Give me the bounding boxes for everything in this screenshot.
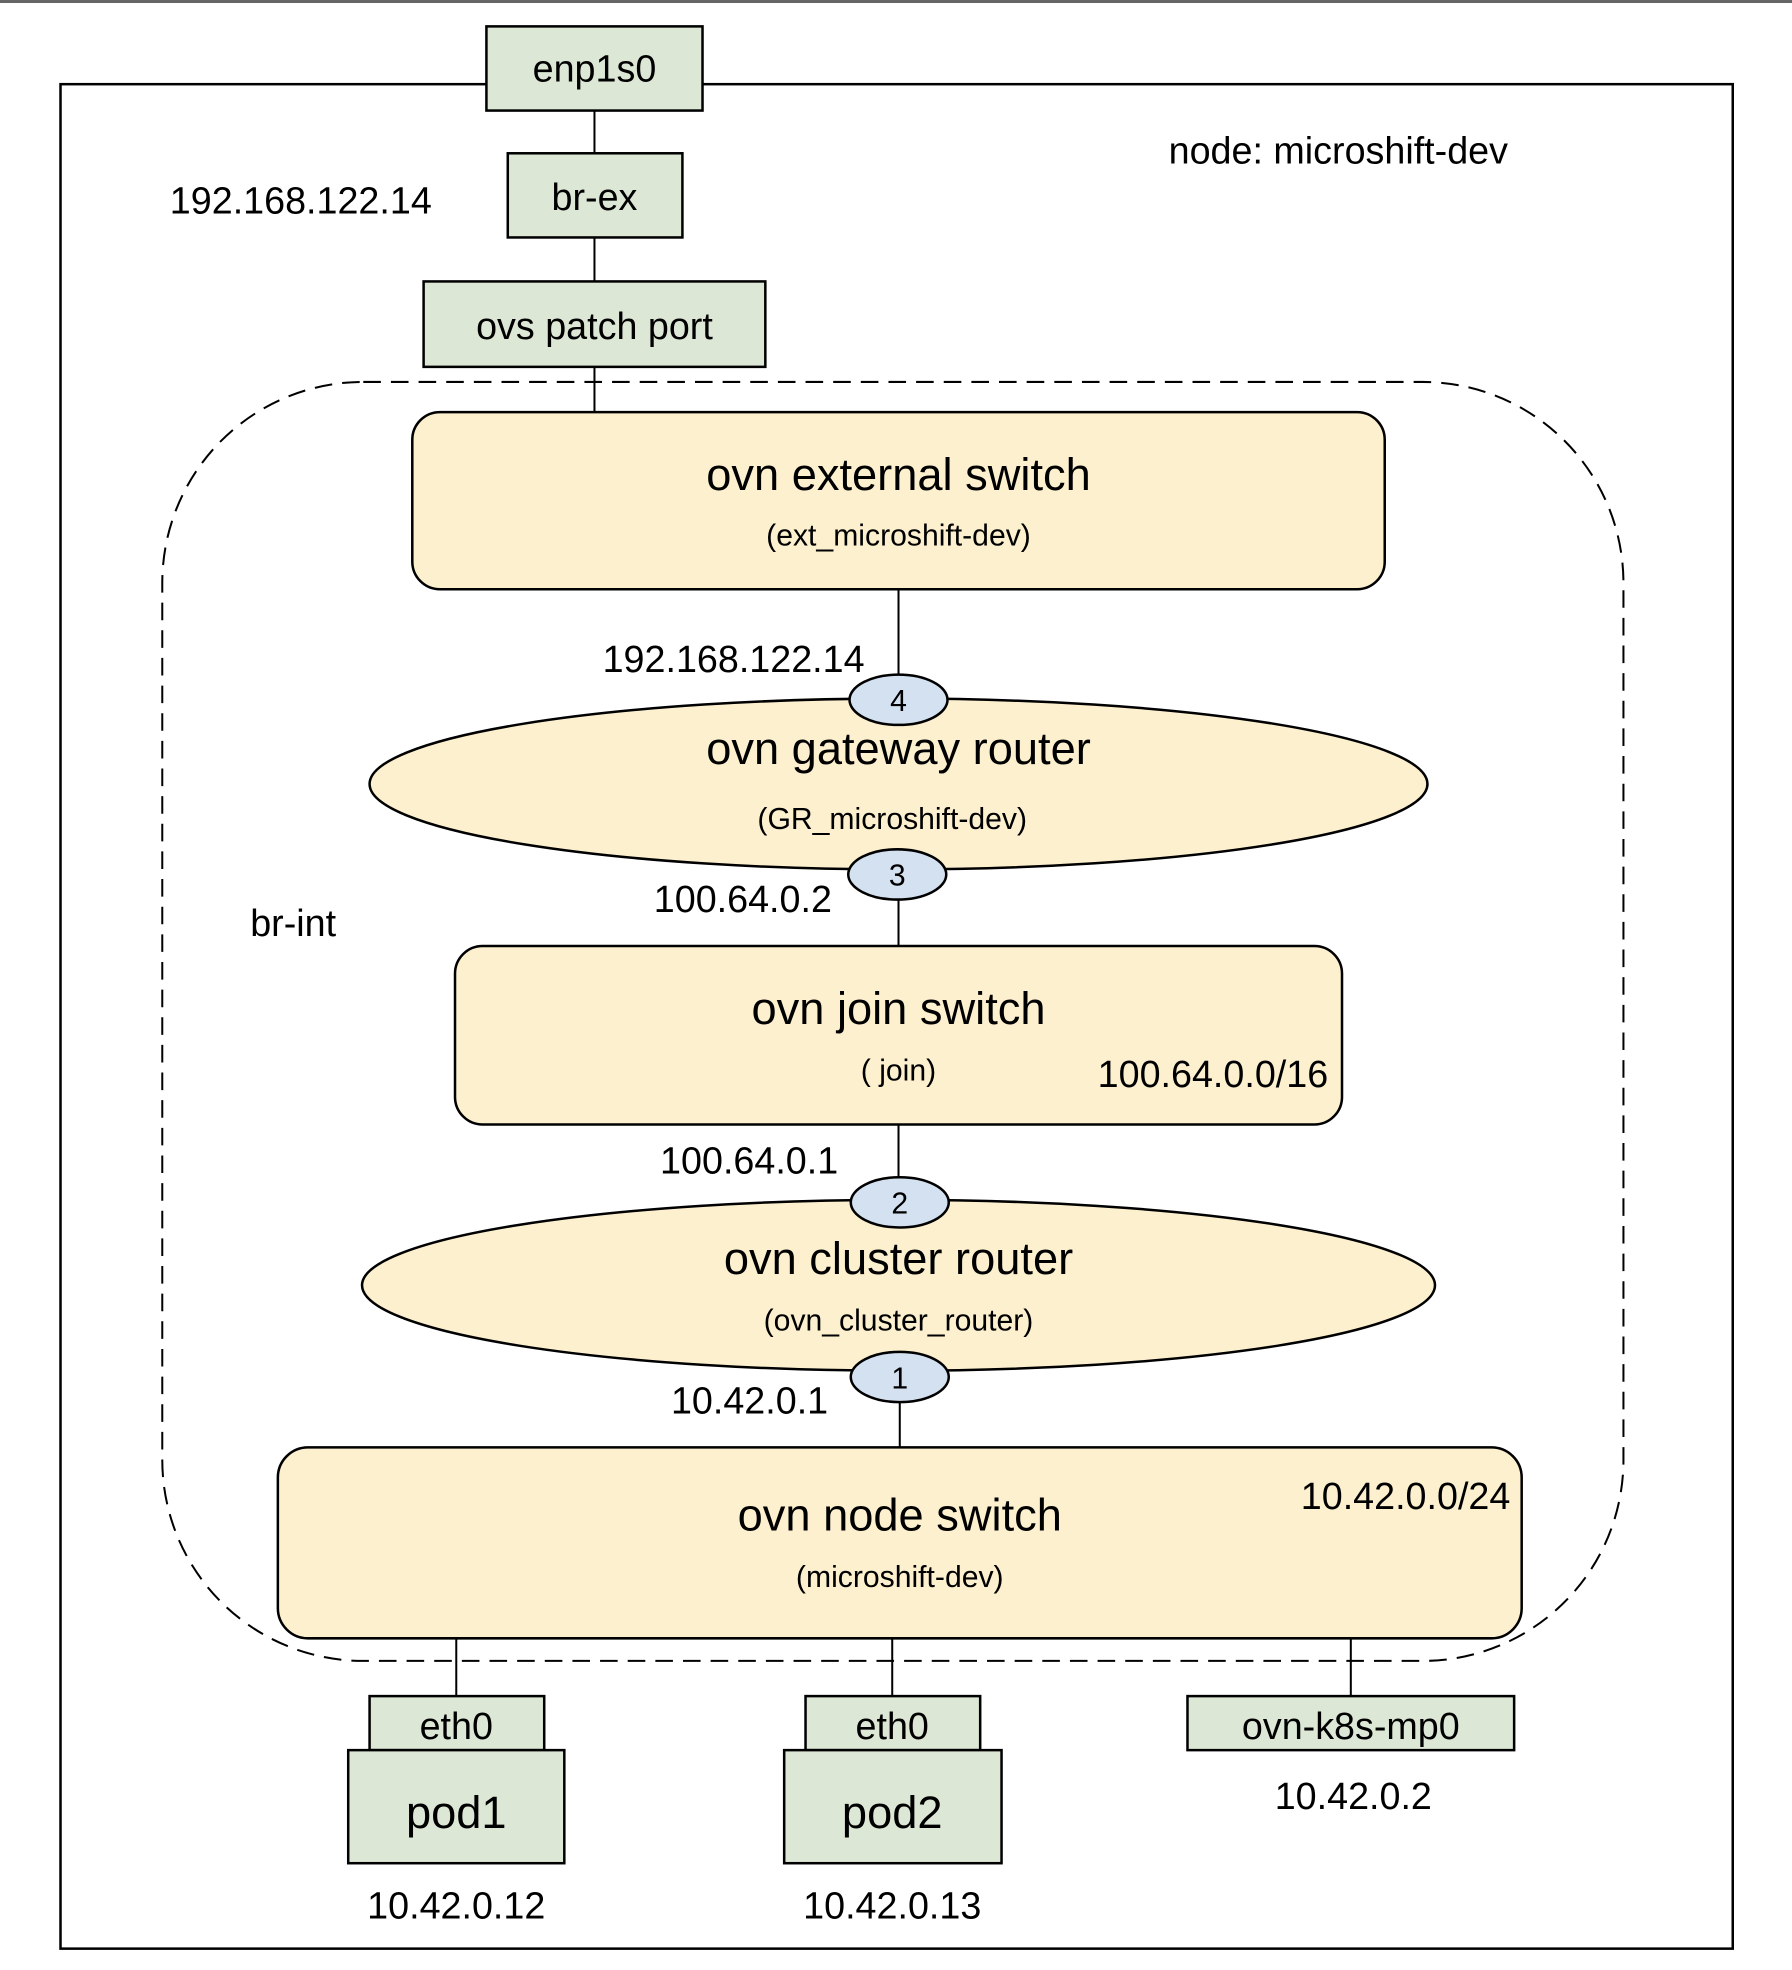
pod2-ip: 10.42.0.13	[803, 1884, 981, 1926]
ovn-node-switch[interactable]: ovn node switch (microshift-dev) 10.42.0…	[276, 1446, 1523, 1640]
join-switch-title: ovn join switch	[751, 983, 1045, 1034]
router-port-2[interactable]: 2	[849, 1175, 951, 1229]
ovn-cluster-router[interactable]: ovn cluster router (ovn_cluster_router)	[360, 1198, 1437, 1372]
gateway-router-name: (GR_microshift-dev)	[757, 803, 1027, 836]
cluster-router-title: ovn cluster router	[724, 1233, 1073, 1284]
port3-number: 3	[889, 860, 906, 893]
pod1-eth0-interface[interactable]: eth0	[368, 1694, 546, 1752]
router-port-4[interactable]: 4	[848, 673, 949, 727]
pod1[interactable]: pod1	[346, 1748, 566, 1865]
pod2-eth0-interface[interactable]: eth0	[804, 1694, 982, 1752]
port3-ip: 100.64.0.2	[654, 878, 832, 920]
pod1-ip: 10.42.0.12	[367, 1884, 545, 1926]
node-frame	[59, 82, 1735, 1950]
pod1-label: pod1	[406, 1787, 507, 1838]
ovn-k8s-mp0-interface[interactable]: ovn-k8s-mp0	[1186, 1694, 1516, 1752]
pod2[interactable]: pod2	[782, 1748, 1003, 1865]
cluster-router-name: (ovn_cluster_router)	[764, 1305, 1034, 1338]
router-port-3[interactable]: 3	[847, 848, 948, 901]
node-switch-subnet: 10.42.0.0/24	[1301, 1475, 1511, 1517]
external-switch-title: ovn external switch	[706, 449, 1091, 500]
node-switch-title: ovn node switch	[738, 1489, 1062, 1540]
pod1-iface-label: eth0	[420, 1705, 493, 1747]
ovs-patch-port-label: ovs patch port	[476, 305, 713, 347]
port4-ip: 192.168.122.14	[603, 638, 865, 680]
mp0-iface-label: ovn-k8s-mp0	[1242, 1705, 1460, 1747]
br-ex-label: br-ex	[552, 176, 638, 218]
br-ex-ip: 192.168.122.14	[170, 180, 432, 222]
external-switch-name: (ext_microshift-dev)	[766, 519, 1031, 552]
gateway-router-title: ovn gateway router	[706, 723, 1091, 774]
br-ex-bridge[interactable]: br-ex	[506, 152, 684, 239]
port1-number: 1	[891, 1362, 908, 1395]
pod2-label: pod2	[842, 1787, 943, 1838]
port1-ip: 10.42.0.1	[671, 1379, 828, 1421]
router-port-1[interactable]: 1	[849, 1350, 951, 1404]
mp0-ip: 10.42.0.2	[1275, 1775, 1432, 1817]
top-border	[0, 0, 1792, 3]
node-switch-name: (microshift-dev)	[796, 1561, 1004, 1594]
join-switch-name: ( join)	[861, 1054, 936, 1087]
ovn-external-switch[interactable]: ovn external switch (ext_microshift-dev)	[411, 410, 1386, 591]
port2-number: 2	[891, 1188, 908, 1221]
node-label: node: microshift-dev	[1169, 129, 1508, 171]
br-int-label: br-int	[250, 902, 336, 944]
ovs-patch-port[interactable]: ovs patch port	[422, 280, 767, 369]
ovn-join-switch[interactable]: ovn join switch ( join) 100.64.0.0/16	[453, 944, 1344, 1126]
pod2-iface-label: eth0	[856, 1705, 929, 1747]
port4-number: 4	[890, 685, 907, 718]
join-switch-subnet: 100.64.0.0/16	[1098, 1053, 1329, 1095]
port2-ip: 100.64.0.1	[660, 1139, 838, 1181]
enp1s0-label: enp1s0	[533, 48, 657, 90]
enp1s0-interface[interactable]: enp1s0	[485, 25, 704, 112]
